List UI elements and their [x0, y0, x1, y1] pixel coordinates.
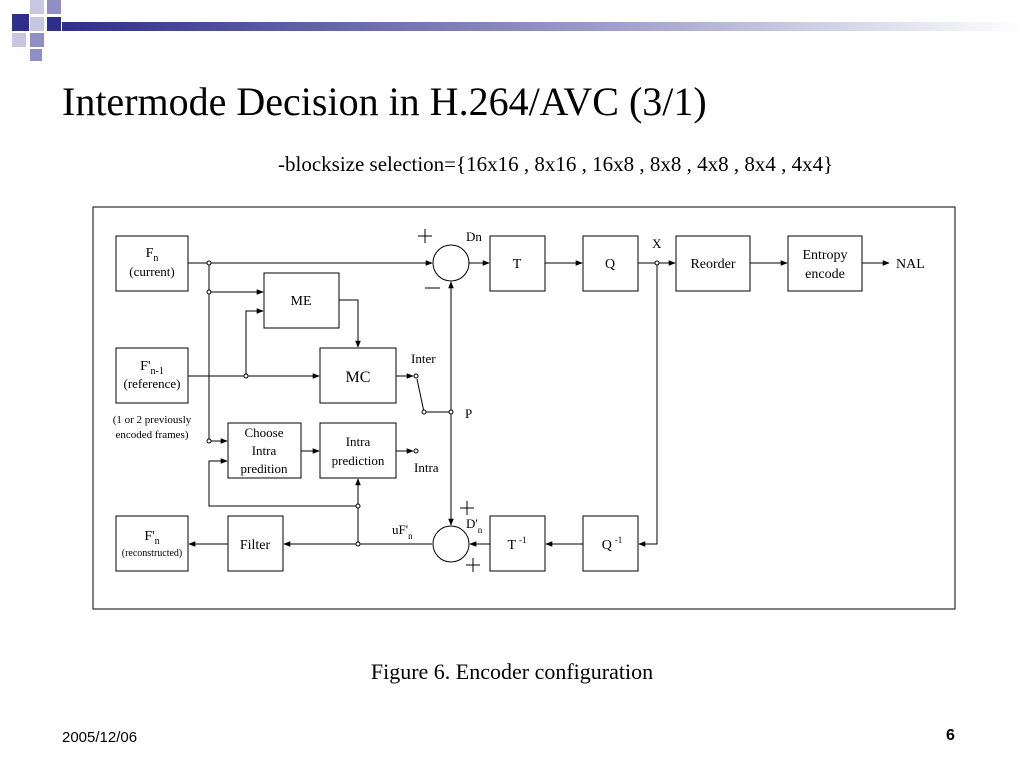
- dn-label: Dn: [466, 229, 482, 244]
- reorder-label: Reorder: [690, 257, 735, 272]
- t-label: T: [513, 257, 522, 272]
- connector: [245, 308, 264, 376]
- intra-label: Intra: [414, 460, 439, 475]
- slide-subtitle: -blocksize selection={16x16 , 8x16 , 16x…: [278, 152, 834, 176]
- nal-label: NAL: [896, 257, 925, 272]
- frec-sublabel: (reconstructed): [122, 548, 183, 559]
- junction-dot: [206, 438, 212, 444]
- t-inv-block: [489, 515, 546, 572]
- junction-dot: [654, 260, 660, 266]
- frec-label: F'n: [144, 529, 159, 547]
- switch-contact-inter: [413, 373, 419, 379]
- dprime-label: D'n: [466, 516, 483, 535]
- deco-square: [30, 17, 44, 31]
- diagram-frame: [92, 206, 956, 610]
- header-gradient-bar: [62, 22, 1024, 31]
- entropy-line2: encode: [805, 267, 845, 282]
- choose-intra-line1: Choose: [245, 425, 284, 440]
- deco-square: [47, 17, 61, 31]
- q-label: Q: [605, 257, 615, 272]
- filter-label: Filter: [240, 538, 271, 553]
- junction-dot: [355, 503, 361, 509]
- inter-label: Inter: [411, 351, 436, 366]
- intra-prediction-line1: Intra: [346, 434, 371, 449]
- switch-contact-intra: [413, 448, 419, 454]
- p-label: P: [465, 406, 472, 421]
- frec-block: [115, 515, 189, 572]
- slide-title: Intermode Decision in H.264/AVC (3/1): [62, 79, 707, 124]
- deco-square: [30, 49, 42, 61]
- page-number: 6: [946, 727, 955, 744]
- junction-dot: [448, 409, 454, 415]
- deco-square: [47, 0, 61, 14]
- q-inverse-label: Q-1: [602, 535, 623, 553]
- junction-dot: [243, 373, 249, 379]
- junction-dot: [206, 289, 212, 295]
- fref-note-line2: encoded frames): [116, 429, 189, 441]
- fref-note-line1: (1 or 2 previously: [113, 414, 192, 426]
- intra-prediction-line2: prediction: [332, 453, 385, 468]
- connector: [339, 299, 361, 348]
- choose-intra-line3: predition: [241, 461, 288, 476]
- uf-label: uF'n: [392, 522, 413, 541]
- intra-prediction-block: [319, 422, 397, 479]
- entropy-block: [787, 235, 863, 292]
- x-label: X: [652, 236, 662, 251]
- t-inverse-label: T-1: [507, 535, 526, 553]
- plus-sign: [418, 229, 432, 243]
- sum-node-bottom: [432, 525, 470, 563]
- switch-pivot: [421, 409, 427, 415]
- deco-square: [12, 33, 26, 47]
- junction-dot: [355, 541, 361, 547]
- plus-sign: [466, 558, 480, 572]
- corner-decoration: [12, 0, 1024, 61]
- entropy-line1: Entropy: [802, 248, 847, 263]
- mc-label: MC: [346, 369, 371, 386]
- junction-dot: [206, 260, 212, 266]
- mode-switch: [416, 378, 425, 413]
- choose-intra-line2: Intra: [252, 443, 277, 458]
- fref-sublabel: (reference): [124, 376, 181, 391]
- sum-node-top: [432, 244, 470, 282]
- connector: [208, 458, 358, 507]
- figure-caption: Figure 6. Encoder configuration: [370, 659, 654, 684]
- connector: [638, 263, 658, 547]
- fref-label: F'n-1: [140, 359, 164, 377]
- deco-square: [30, 33, 44, 47]
- deco-square: [12, 14, 29, 31]
- footer-date: 2005/12/06: [62, 729, 138, 746]
- plus-sign: [460, 501, 474, 515]
- fn-label: Fn: [146, 246, 159, 264]
- fn-sublabel: (current): [129, 264, 174, 279]
- encoder-diagram: Fn (current) F'n-1 (reference) (1 or 2 p…: [92, 206, 956, 610]
- deco-square: [30, 0, 44, 14]
- me-label: ME: [291, 294, 312, 309]
